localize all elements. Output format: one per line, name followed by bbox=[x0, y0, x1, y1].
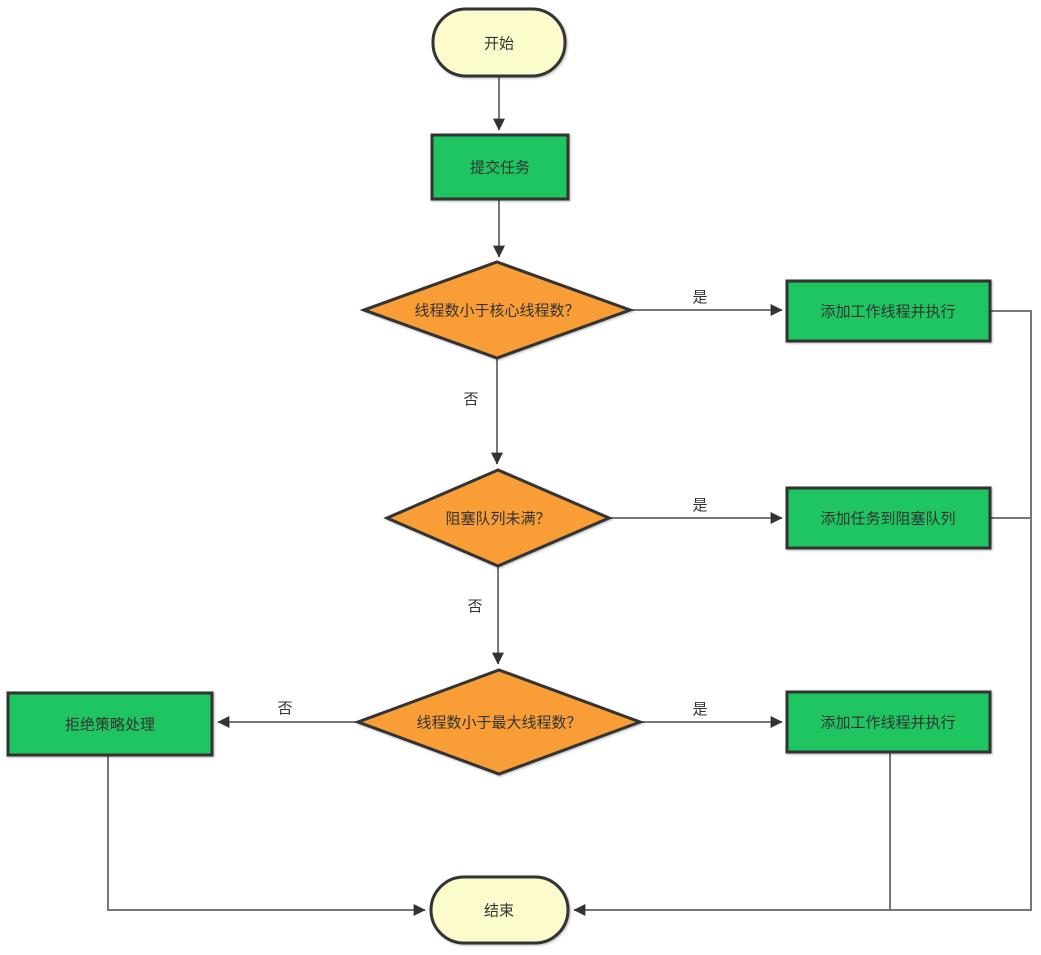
edge-right-rail-to-end bbox=[573, 310, 1032, 916]
yes-label-max-check: 是 bbox=[692, 701, 707, 718]
end-node: 结束 bbox=[429, 875, 570, 945]
start-terminator-shape bbox=[431, 7, 567, 78]
add-worker-bottom-label: 添加工作线程并执行 bbox=[820, 714, 955, 731]
reject-policy-label: 拒绝策略处理 bbox=[65, 716, 155, 733]
reject-policy-shape bbox=[6, 691, 214, 757]
core-threads-decision-node: 线程数小于核心线程数？ bbox=[359, 260, 635, 360]
queue-diamond bbox=[383, 468, 613, 568]
submit-task-shape bbox=[430, 133, 570, 201]
no-label-core-check: 否 bbox=[463, 391, 478, 408]
add-worker-top-label: 添加工作线程并执行 bbox=[820, 303, 955, 320]
queue-label: 阻塞队列未满？ bbox=[445, 509, 550, 527]
max-threads-diamond bbox=[353, 668, 645, 776]
queue-decision-node: 阻塞队列未满？ bbox=[383, 468, 613, 568]
add-worker-bottom-shape bbox=[785, 690, 992, 754]
max-threads-decision-node: 线程数小于最大线程数？ bbox=[353, 668, 645, 776]
edge-reject-to-end bbox=[107, 756, 426, 916]
add-task-queue-shape bbox=[785, 486, 992, 550]
no-label-queue-check: 否 bbox=[467, 598, 482, 615]
max-threads-label: 线程数小于最大线程数？ bbox=[416, 714, 581, 731]
end-terminator-shape bbox=[429, 875, 570, 945]
no-label-max-check: 否 bbox=[277, 700, 292, 717]
start-node: 开始 bbox=[431, 7, 567, 78]
end-label: 结束 bbox=[484, 902, 514, 919]
edge-labels: 是 否 是 否 是 否 bbox=[277, 289, 707, 718]
add-worker-top-node: 添加工作线程并执行 bbox=[785, 279, 992, 343]
core-threads-label: 线程数小于核心线程数？ bbox=[414, 302, 579, 319]
submit-task-node: 提交任务 bbox=[430, 133, 570, 201]
add-worker-bottom-node: 添加工作线程并执行 bbox=[785, 690, 992, 754]
yes-label-queue-check: 是 bbox=[692, 497, 707, 514]
add-task-queue-node: 添加任务到阻塞队列 bbox=[785, 486, 992, 550]
yes-label-core-check: 是 bbox=[692, 289, 707, 306]
core-threads-diamond bbox=[359, 260, 635, 360]
add-task-queue-label: 添加任务到阻塞队列 bbox=[820, 509, 955, 527]
start-label: 开始 bbox=[484, 35, 514, 52]
submit-task-label: 提交任务 bbox=[470, 158, 530, 176]
connectors bbox=[107, 77, 1032, 916]
add-worker-top-shape bbox=[785, 279, 992, 343]
reject-policy-node: 拒绝策略处理 bbox=[6, 691, 214, 757]
